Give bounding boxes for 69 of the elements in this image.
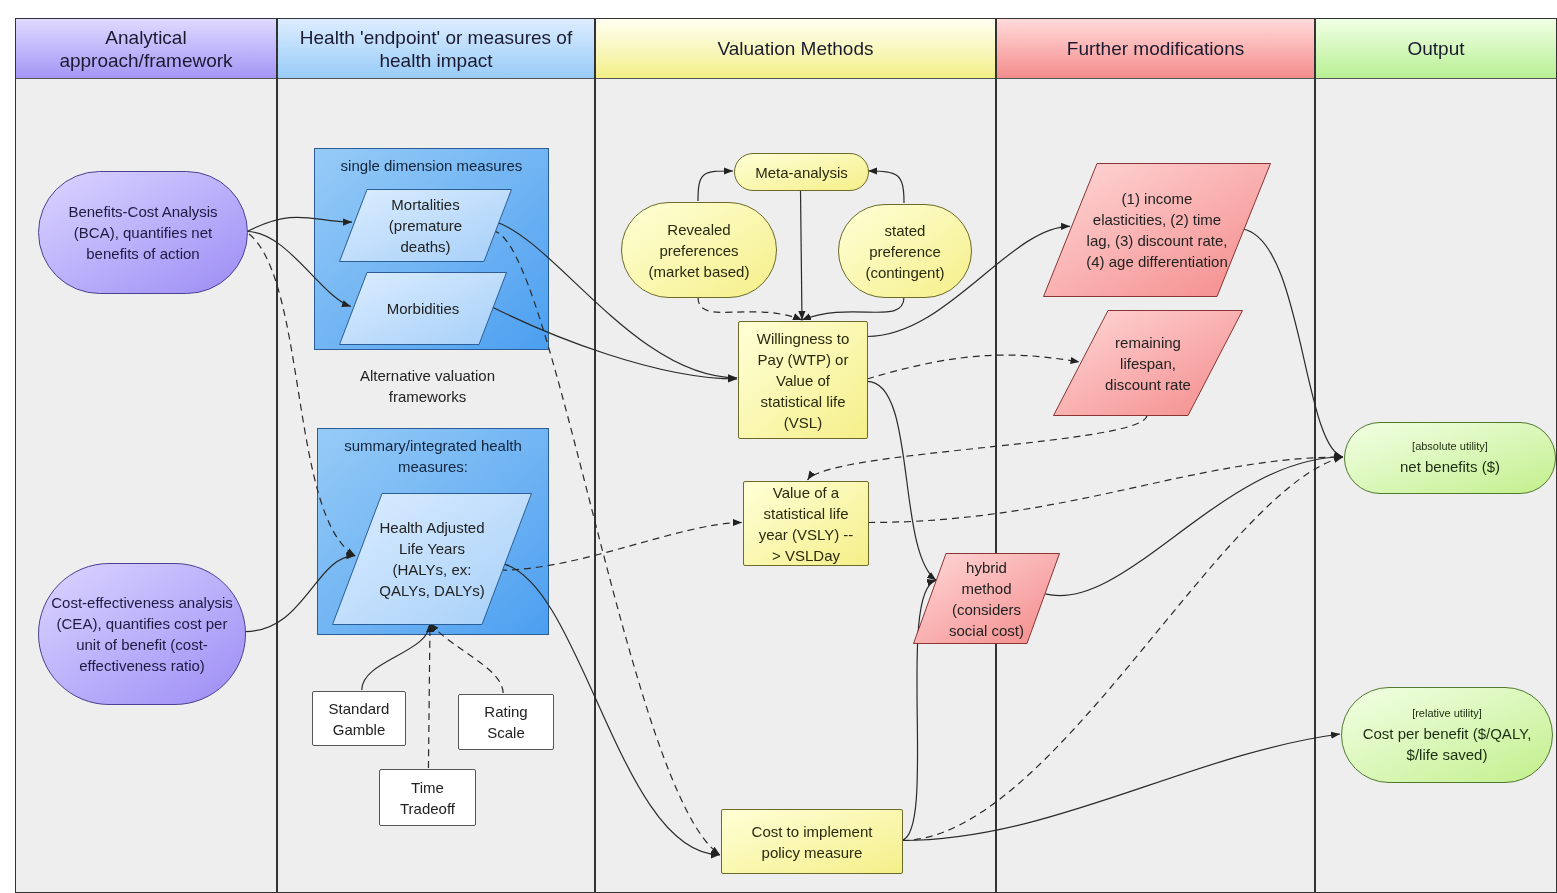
process-box (721, 809, 903, 874)
node-text: Cost to implement policy measure (750, 821, 874, 863)
node-text: Rating Scale (483, 702, 529, 743)
node-text: Willingness to Pay (WTP) or Value of statistical life (VSL) (755, 328, 851, 433)
connector-arrow (901, 579, 937, 842)
node-text: Meta-analysis (754, 162, 849, 183)
node-text: Revealed preferences (market based) (647, 219, 751, 282)
connector-arrow (502, 563, 721, 857)
rounded-terminal (1341, 687, 1553, 783)
connector-arrow (697, 167, 734, 202)
process-box (738, 321, 868, 439)
node-text: Value of a statistical life year (VSLY) --> VSLDay (757, 482, 855, 566)
lane-header: Valuation Methods (596, 19, 995, 79)
data-parallelogram (913, 553, 1060, 644)
group-title: summary/integrated health measures: (343, 436, 523, 477)
node-text: hybrid method (considers social cost) (948, 557, 1025, 641)
node-text: Standard Gamble (327, 698, 391, 740)
node-text: Health Adjusted Life Years (HALYs, ex: QALYs, DALYs) (378, 518, 486, 601)
data-parallelogram (1053, 310, 1243, 416)
connector-arrow (1242, 228, 1344, 458)
rounded-terminal (838, 204, 972, 298)
data-parallelogram (339, 272, 507, 345)
connector-arrow (801, 296, 905, 321)
node-text: Benefits-Cost Analysis (BCA), quantifies net benefits of action (67, 202, 219, 264)
data-parallelogram (332, 493, 532, 625)
utility-note: [absolute utility] (1411, 439, 1489, 454)
node-text: Cost-effectiveness analysis (CEA), quantifies cost per unit of benefit (cost-effectiveness ratio) (50, 593, 234, 676)
lane-header: Output (1316, 19, 1556, 79)
lane-header: Health 'endpoint' or measures of health impact (278, 19, 594, 79)
connector-arrow (697, 296, 803, 321)
connector-arrow (866, 354, 1081, 380)
node-text: Mortalities (premature deaths) (387, 195, 464, 257)
process-box (743, 481, 869, 566)
connector-arrow (246, 216, 353, 233)
swimlane (1315, 18, 1557, 893)
process-box (312, 691, 406, 746)
group-title: single dimension measures (339, 156, 524, 176)
data-parallelogram (339, 189, 512, 262)
swimlane (15, 18, 277, 893)
node-text: (1) income elasticities, (2) time lag, (3) discount rate, (4) age differentiation (1085, 189, 1229, 272)
node-text: remaining lifespan, discount rate (1104, 332, 1192, 395)
lane-header: Analytical approach/framework (16, 19, 276, 79)
connector-arrow (798, 189, 806, 321)
connector-arrow (867, 167, 905, 204)
group-panel (317, 428, 549, 635)
connector-arrow (806, 414, 1148, 481)
connector-arrow (1044, 454, 1344, 597)
data-parallelogram (1043, 163, 1271, 297)
connector-arrow (866, 380, 937, 581)
process-box (458, 694, 554, 750)
process-box (379, 769, 476, 826)
rounded-terminal (734, 153, 869, 191)
node-text: stated preference (contingent) (864, 220, 946, 283)
connector-arrow (246, 230, 352, 308)
node-text: Cost per benefit ($/QALY, $/life saved) (1361, 723, 1533, 765)
connector-arrow (429, 622, 504, 694)
lane-header: Further modifications (997, 19, 1314, 79)
utility-note: [relative utility] (1411, 705, 1483, 721)
connector-arrow (244, 553, 356, 633)
connector-arrow (426, 622, 434, 769)
node-text: Time Tradeoff (398, 777, 456, 819)
swimlane (277, 18, 595, 893)
rounded-terminal (1344, 422, 1556, 494)
section-label: Alternative valuation frameworks (358, 366, 497, 407)
connector-arrow (866, 224, 1071, 338)
connector-arrow (248, 233, 356, 557)
node-text: net benefits ($) (1398, 457, 1502, 477)
node-text: Morbidities (386, 299, 460, 319)
group-panel (314, 148, 549, 350)
